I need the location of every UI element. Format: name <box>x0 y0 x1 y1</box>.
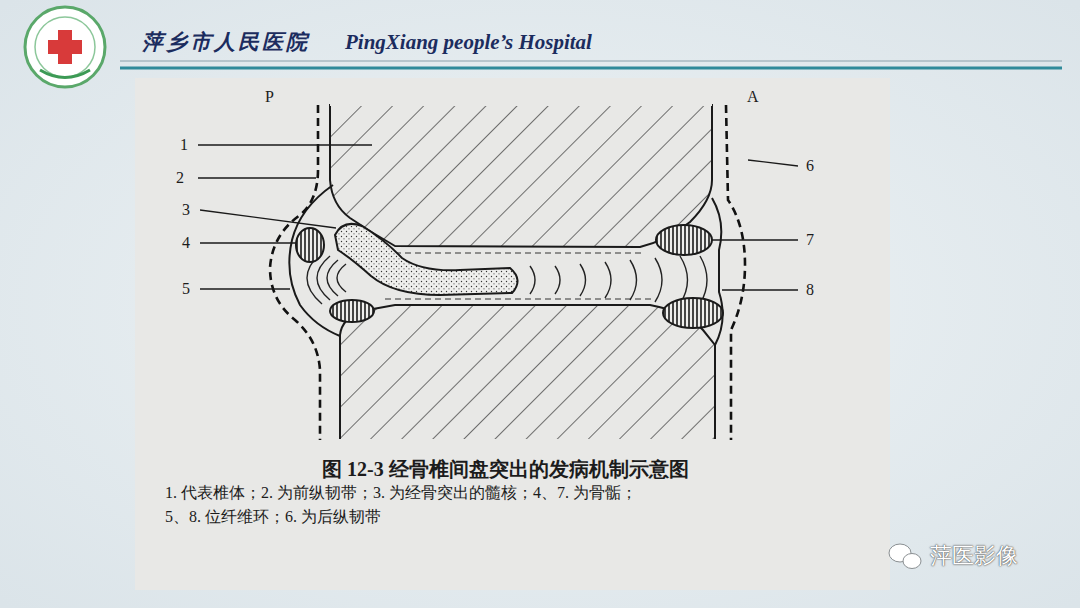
header-rule <box>120 61 1062 62</box>
callout-number: 5 <box>182 280 190 298</box>
nucleus-pulposus <box>335 224 518 295</box>
callout-number: 6 <box>806 157 814 175</box>
disc-border <box>385 298 655 299</box>
vertebral-body <box>340 305 715 440</box>
callout-number: 3 <box>182 201 190 219</box>
callout-number: 4 <box>182 234 190 252</box>
callout-number: 8 <box>806 281 814 299</box>
watermark: 萍医影像 <box>930 543 1018 568</box>
direction-label: P <box>265 88 274 106</box>
callout-number: 1 <box>180 136 188 154</box>
hospital-logo <box>25 7 105 87</box>
disc-border <box>395 252 645 253</box>
hospital-name-en: PingXiang people’s Hospital <box>345 30 592 54</box>
callout-number: 7 <box>806 231 814 249</box>
legend-note: 5、8. 位纤维环；6. 为后纵韧带 <box>165 508 381 526</box>
leader-line <box>198 145 798 290</box>
legend-note: 1. 代表椎体；2. 为前纵韧带；3. 为经骨突出的髓核；4、7. 为骨骺； <box>165 484 637 502</box>
vertebral-body <box>330 105 712 247</box>
hospital-name: 萍乡市人民医院 <box>142 30 310 54</box>
direction-label: A <box>747 88 759 106</box>
callout-number: 2 <box>176 169 184 187</box>
ligament <box>726 105 745 440</box>
figure-caption: 图 12-3 经骨椎间盘突出的发病机制示意图 <box>322 458 689 481</box>
ligament <box>270 105 320 440</box>
wechat-icon <box>889 544 921 569</box>
book-page <box>135 78 890 590</box>
header-rule <box>120 67 1062 70</box>
epiphysis <box>296 225 723 328</box>
